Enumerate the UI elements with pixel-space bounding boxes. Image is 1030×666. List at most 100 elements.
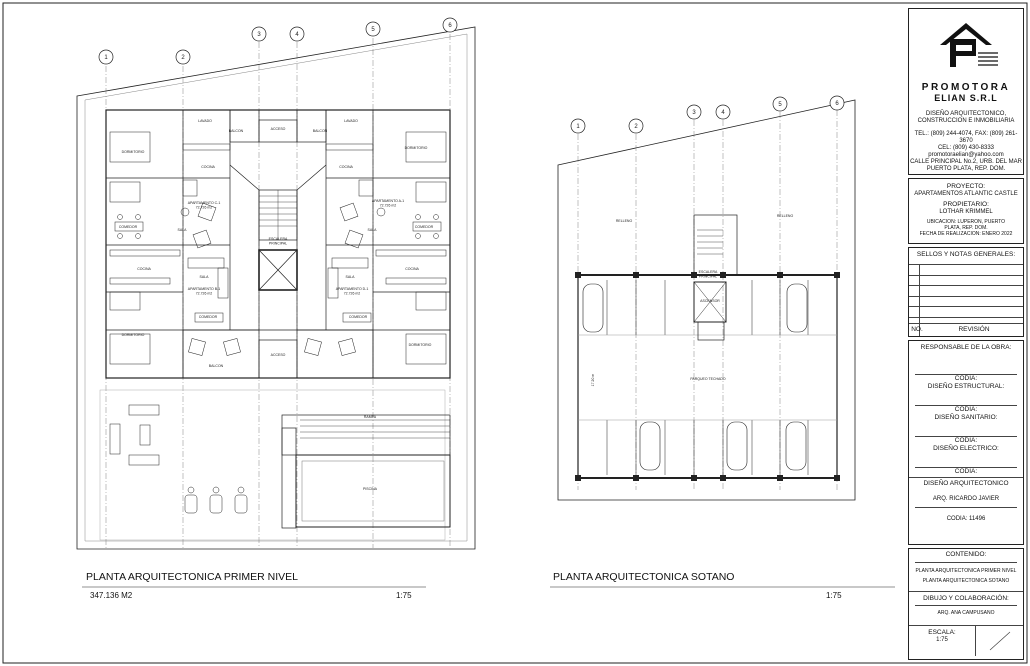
svg-text:COMEDOR: COMEDOR: [119, 225, 138, 229]
svg-text:COMEDOR: COMEDOR: [199, 315, 218, 319]
svg-text:RELLENO: RELLENO: [616, 219, 633, 223]
codia-3: CODIA:: [954, 437, 978, 444]
svg-text:DORMITORIO: DORMITORIO: [405, 146, 428, 150]
left-grid-label-2: 2: [181, 55, 185, 61]
right-grid-label-1: 1: [576, 124, 580, 130]
propietario-label: PROPIETARIO:: [943, 201, 989, 208]
title-block-company: PROMOTORA ELIAN S.R.L DISEÑO ARQUITECTON…: [908, 8, 1024, 175]
codia-num: CODIA: 11496: [946, 516, 986, 522]
dibujo-label: DIBUJO Y COLABORACIÓN:: [923, 595, 1009, 602]
responsable-label: RESPONSABLE DE LA OBRA:: [920, 344, 1012, 351]
left-plan-scale: 1:75: [396, 591, 412, 600]
contact-3: promotoraelian@yahoo.com: [928, 152, 1004, 158]
right-grid-bubbles: [570, 95, 845, 134]
svg-text:SALA: SALA: [178, 228, 188, 232]
title-block-notes: SELLOS Y NOTAS GENERALES: NO. REVISIÓN: [908, 247, 1024, 337]
estructural-label: DISEÑO ESTRUCTURAL:: [927, 383, 1005, 390]
svg-text:APARTAMENTO D-172.726 m2: APARTAMENTO D-172.726 m2: [336, 287, 369, 296]
sanitario-label: DISEÑO SANITARIO:: [934, 414, 998, 421]
codia-2: CODIA:: [954, 406, 978, 413]
svg-text:BALCON: BALCON: [313, 129, 328, 133]
propietario-name: LOTHAR KRIMMEL: [939, 209, 993, 215]
ubicacion-1: UBICACION: LUPERON, PUERTO: [926, 219, 1006, 225]
contact-1: TEL.: (809) 244-4074, FAX: (809) 261-367…: [914, 131, 1018, 144]
company-desc-1: DISEÑO ARQUITECTONICO,: [925, 111, 1007, 117]
svg-text:DORMITORIO: DORMITORIO: [409, 343, 432, 347]
svg-text:SALA: SALA: [346, 275, 356, 279]
svg-text:17.20 m: 17.20 m: [591, 374, 595, 387]
svg-text:ASCENSOR: ASCENSOR: [700, 299, 720, 303]
title-block-project: PROYECTO: APARTAMENTOS ATLANTIC CASTLE P…: [908, 178, 1024, 244]
arquitecto-name: ARQ. RICARDO JAVIER: [932, 496, 1000, 502]
arquitectonico-label: DISEÑO ARQUITECTONICO: [923, 480, 1009, 487]
no-label: NO.: [911, 326, 923, 333]
ubicacion-2: PLATA, REP. DOM.: [944, 225, 988, 231]
left-grid-label-3: 3: [257, 32, 261, 38]
svg-text:APARTAMENTO B-172.726 m2: APARTAMENTO B-172.726 m2: [188, 287, 220, 296]
scale-stamp-icon: [989, 631, 1010, 651]
right-grid-label-2: 2: [634, 124, 638, 130]
left-plan-area: 347.136 M2: [90, 591, 133, 600]
contenido-1: PLANTA ARQUITECTONICA PRIMER NIVEL: [915, 568, 1017, 574]
ubicacion-3: FECHA DE REALIZACION: ENERO 2022: [919, 231, 1013, 237]
codia-1: CODIA:: [954, 375, 978, 382]
proyecto-label: PROYECTO:: [946, 183, 986, 190]
codia-4: CODIA:: [909, 468, 1023, 478]
electrico-label: DISEÑO ELECTRICO:: [933, 445, 999, 452]
revision-label: REVISIÓN: [958, 326, 990, 333]
contact-4: CALLE PRINCIPAL No.2, URB. DEL MAR: [910, 159, 1022, 165]
contenido-label: CONTENIDO:: [945, 551, 987, 558]
svg-text:ACCESO: ACCESO: [271, 127, 286, 131]
svg-text:COMEDOR: COMEDOR: [349, 315, 368, 319]
left-grid-bubbles: [98, 17, 458, 65]
svg-text:COMEDOR: COMEDOR: [415, 225, 434, 229]
right-plan: [557, 99, 856, 501]
left-room-labels: LAVADO LAVADO BALCON BALCON ACCESO DORMI…: [119, 119, 434, 491]
left-plan-title: PLANTA ARQUITECTONICA PRIMER NIVEL: [86, 571, 298, 583]
svg-text:COCINA: COCINA: [339, 165, 353, 169]
svg-text:RELLENO: RELLENO: [777, 214, 794, 218]
company-name-1: PROMOTORA: [921, 82, 1011, 93]
right-grid-label-3: 3: [692, 110, 696, 116]
svg-text:BALCON: BALCON: [229, 129, 244, 133]
svg-text:RAMPA: RAMPA: [364, 415, 377, 419]
svg-text:COCINA: COCINA: [201, 165, 215, 169]
contact-2: CEL: (809) 430-8333: [937, 145, 995, 151]
company-desc-2: CONSTRUCCION E INMOBILIARIA: [917, 118, 1015, 124]
contenido-2: PLANTA ARQUITECTONICA SOTANO: [922, 578, 1010, 584]
left-grid-label-4: 4: [295, 32, 299, 38]
svg-text:DORMITORIO: DORMITORIO: [122, 333, 145, 337]
svg-text:COCINA: COCINA: [405, 267, 419, 271]
title-block-content: CONTENIDO: PLANTA ARQUITECTONICA PRIMER …: [908, 548, 1024, 660]
svg-text:LAVADO: LAVADO: [344, 119, 358, 123]
right-grid-label-5: 5: [778, 102, 782, 108]
svg-text:BALCON: BALCON: [209, 364, 224, 368]
company-name-2: ELIAN S.R.L: [934, 93, 998, 103]
company-logo-icon: [940, 23, 998, 67]
right-plan-scale: 1:75: [826, 591, 842, 600]
svg-text:PARQUEO TECHADO: PARQUEO TECHADO: [690, 377, 726, 381]
sellos-label: SELLOS Y NOTAS GENERALES:: [916, 251, 1016, 258]
svg-text:COCINA: COCINA: [137, 267, 151, 271]
svg-text:APARTAMENTO C-172.726 m2: APARTAMENTO C-172.726 m2: [188, 201, 221, 210]
title-block-responsables: RESPONSABLE DE LA OBRA: CODIA: DISEÑO ES…: [908, 340, 1024, 545]
left-plan: [76, 26, 476, 550]
escala-value: 1:75: [936, 637, 948, 643]
svg-text:DORMITORIO: DORMITORIO: [122, 150, 145, 154]
svg-text:ACCESO: ACCESO: [271, 353, 286, 357]
proyecto-name: APARTAMENTOS ATLANTIC CASTLE: [914, 191, 1018, 197]
svg-text:SALA: SALA: [200, 275, 210, 279]
svg-text:SALA: SALA: [368, 228, 378, 232]
left-grid-label-5: 5: [371, 27, 375, 33]
left-grid-label-1: 1: [104, 55, 108, 61]
escala-label: ESCALA:: [928, 629, 956, 636]
right-plan-title: PLANTA ARQUITECTONICA SOTANO: [553, 571, 735, 583]
right-grid-label-6: 6: [835, 101, 839, 107]
right-grid-label-4: 4: [721, 110, 725, 116]
dibujo-name: ARQ. ANA CAMPUSANO: [937, 610, 995, 616]
svg-text:APARTAMENTO A-172.726 m2: APARTAMENTO A-172.726 m2: [372, 199, 404, 208]
